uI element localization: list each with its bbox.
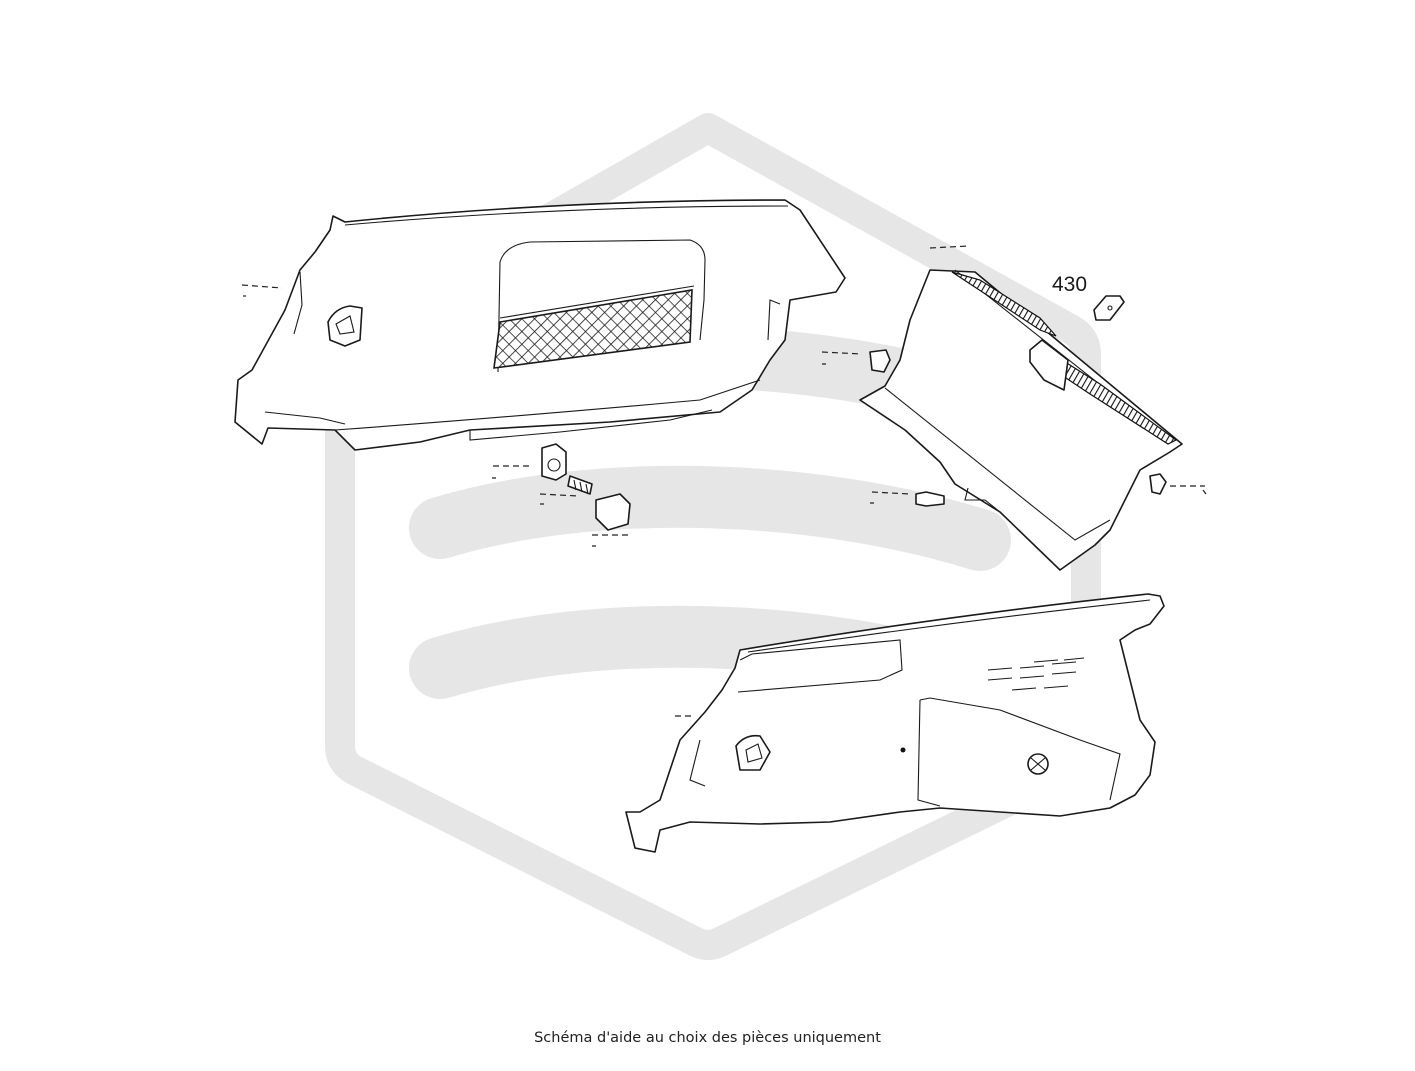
bolt	[915, 491, 945, 507]
side-trim-panel-lower	[625, 593, 1165, 853]
fastener-group-left	[241, 284, 631, 547]
diagram-caption: Schéma d'aide au choix des pièces unique…	[534, 1030, 881, 1046]
push-clip	[869, 349, 891, 373]
callout-430: 430	[1052, 273, 1125, 321]
fastener-group-right	[675, 245, 1207, 717]
callout-label-430: 430	[1052, 273, 1087, 296]
retaining-clip	[541, 443, 567, 481]
clip-right	[1149, 473, 1167, 495]
trunk-cover-panel-right	[859, 269, 1183, 571]
bracket-clip	[595, 493, 631, 531]
clip-430	[1093, 295, 1125, 321]
screw	[567, 475, 593, 495]
side-trim-panel-left	[234, 199, 846, 451]
